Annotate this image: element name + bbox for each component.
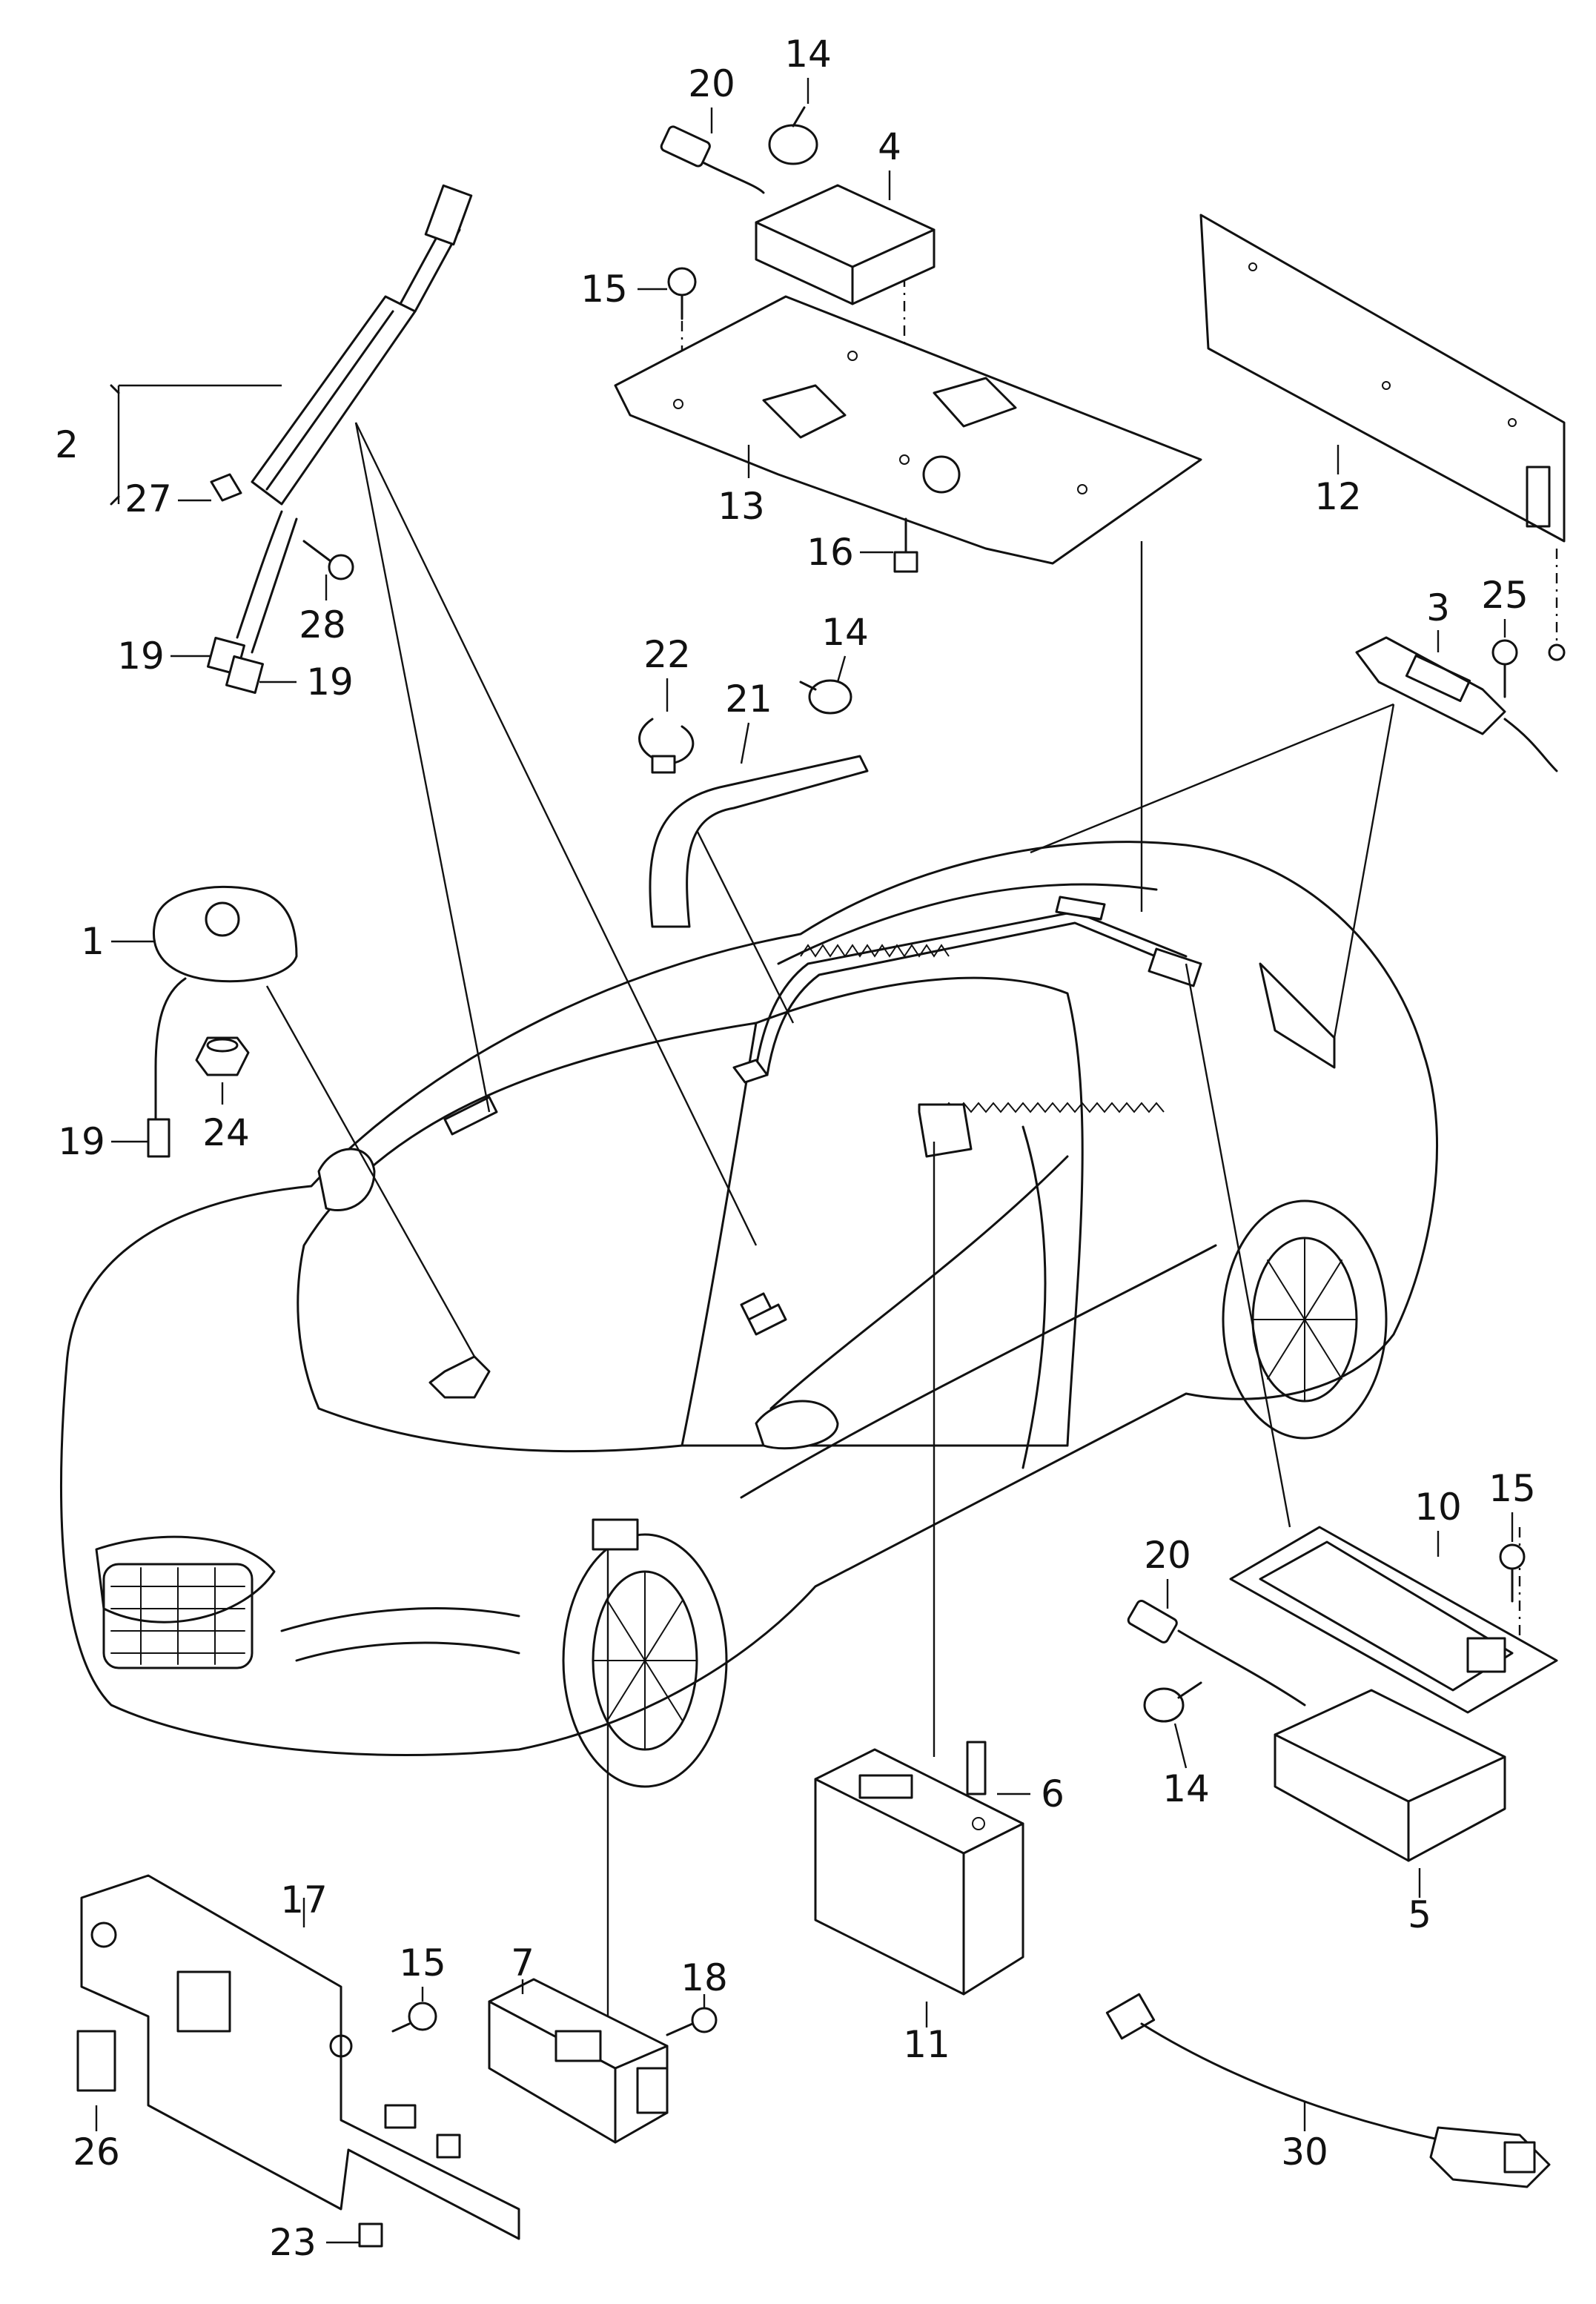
callout-6: 6 <box>1041 1772 1064 1815</box>
callout-12: 12 <box>1314 475 1362 518</box>
callout-13: 13 <box>718 485 765 528</box>
amplifier-2 <box>110 184 473 694</box>
callout-28: 28 <box>299 603 346 646</box>
callout-21: 21 <box>725 678 772 721</box>
bracket-plate-17 <box>80 1874 520 2240</box>
callout-5: 5 <box>1408 1893 1431 1936</box>
bolt-18 <box>666 2007 718 2036</box>
screw-28 <box>302 540 354 580</box>
callout-labels: 1 2 3 4 5 6 7 10 11 12 13 14 14 14 15 15… <box>55 33 1536 2264</box>
callout-27: 27 <box>125 477 172 520</box>
callout-4: 4 <box>878 125 901 168</box>
antenna-module-1 <box>147 885 298 1158</box>
callout-2: 2 <box>55 423 79 466</box>
bracket-10 <box>1229 1526 1558 1714</box>
callout-16: 16 <box>807 531 854 574</box>
clip-27 <box>210 473 242 502</box>
callout-26: 26 <box>73 2131 120 2174</box>
callout-11: 11 <box>903 2023 950 2066</box>
car-illustration <box>60 841 1439 1788</box>
cable-30 <box>1105 1993 1551 2188</box>
callout-20b: 20 <box>1144 1534 1191 1577</box>
callout-17: 17 <box>280 1878 328 1921</box>
callout-leaders <box>95 78 1514 2244</box>
callout-22: 22 <box>643 633 691 676</box>
clip-6 <box>966 1741 987 1830</box>
callout-30: 30 <box>1281 2131 1328 2174</box>
control-unit-4 <box>755 184 936 305</box>
callout-14c: 14 <box>1162 1767 1210 1810</box>
panel-12 <box>1199 213 1566 543</box>
callout-20a: 20 <box>688 62 735 105</box>
callout-19a: 19 <box>117 635 165 678</box>
callout-19b: 19 <box>306 661 354 704</box>
callout-15c: 15 <box>399 1941 446 1984</box>
callout-23: 23 <box>269 2221 317 2264</box>
callout-7: 7 <box>511 1941 534 1984</box>
control-unit-5 <box>1274 1689 1506 1862</box>
bolt-15-right <box>1499 1543 1526 1603</box>
nut-24 <box>195 1036 250 1076</box>
bolt-16 <box>893 517 918 573</box>
cable-tie-14-right <box>1143 1681 1202 1723</box>
pad-26 <box>76 2030 116 2092</box>
cable-tie-14-mid <box>799 679 852 715</box>
screw-25 <box>1491 639 1518 698</box>
connector-20-top <box>660 125 765 194</box>
antenna-module-3 <box>1355 636 1566 772</box>
control-unit-11 <box>814 1748 1024 1996</box>
callout-10: 10 <box>1414 1486 1462 1529</box>
clip-23 <box>358 2222 383 2248</box>
callout-18: 18 <box>681 1956 728 1999</box>
hose-21 <box>649 755 869 928</box>
callout-19c: 19 <box>58 1120 105 1163</box>
callout-14b: 14 <box>821 611 869 654</box>
mounting-plate-13 <box>614 295 1202 565</box>
bolt-15-top <box>667 267 697 320</box>
bolt-15-lower <box>391 2002 437 2033</box>
connector-20-right <box>1127 1599 1306 1707</box>
callout-14a: 14 <box>784 33 832 76</box>
callout-15b: 15 <box>1489 1467 1536 1510</box>
clip-22 <box>638 718 695 774</box>
control-unit-7 <box>488 1978 669 2144</box>
callout-25: 25 <box>1481 574 1529 617</box>
callout-15a: 15 <box>580 268 628 311</box>
cable-tie-14-top <box>768 106 818 165</box>
callout-1: 1 <box>81 920 105 963</box>
callout-3: 3 <box>1426 586 1450 629</box>
callout-24: 24 <box>202 1111 250 1154</box>
